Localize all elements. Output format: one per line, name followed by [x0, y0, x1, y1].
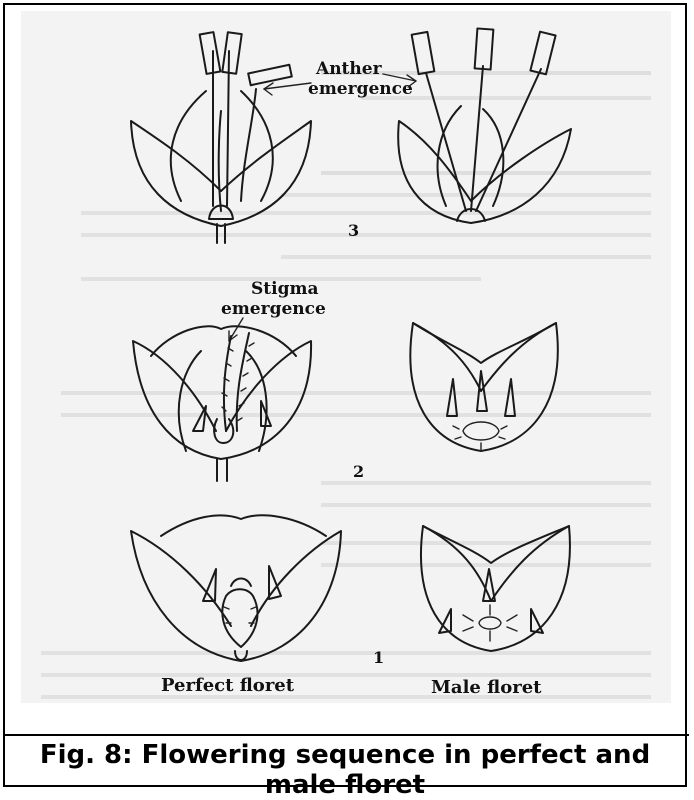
perfect-floret-stage-2 — [133, 326, 311, 481]
flowering-sequence-illustration: Anther emergence — [21, 11, 671, 703]
perfect-floret-label: Perfect floret — [161, 675, 295, 696]
figure-frame: Anther emergence — [3, 3, 687, 787]
caption-line-2: male floret — [5, 770, 685, 800]
anther-emergence-label-line1: Anther — [315, 59, 383, 79]
caption-divider — [5, 734, 689, 736]
stage-1-number: 1 — [373, 648, 384, 667]
figure-caption: Fig. 8: Flowering sequence in perfect an… — [5, 740, 685, 800]
male-floret-stage-2 — [410, 323, 557, 451]
male-floret-label: Male floret — [431, 677, 542, 698]
stage-2-number: 2 — [353, 462, 364, 481]
stage-3-number: 3 — [348, 221, 359, 240]
anther-emergence-label-line2: emergence — [308, 79, 413, 99]
caption-line-1: Fig. 8: Flowering sequence in perfect an… — [5, 740, 685, 770]
floret-drawings: Anther emergence — [21, 11, 671, 703]
perfect-floret-stage-1 — [131, 515, 341, 661]
stigma-emergence-label-line2: emergence — [221, 299, 326, 319]
stigma-emergence-label-line1: Stigma — [251, 279, 318, 299]
